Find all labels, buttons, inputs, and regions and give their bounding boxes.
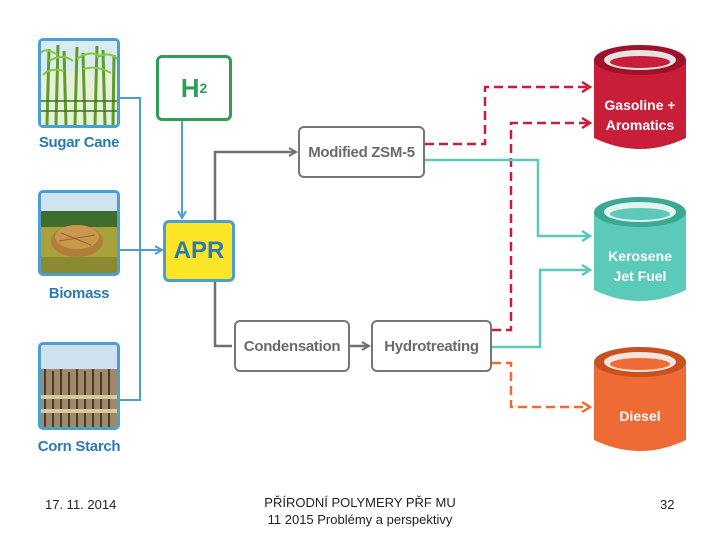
h2-main: H — [180, 72, 200, 103]
sugar-cane-image — [38, 38, 120, 128]
footer-title-line1: PŘÍRODNÍ POLYMERY PŘF MU — [264, 495, 456, 510]
gasoline-line1: Gasoline + — [604, 97, 676, 113]
kerosene-line1: Kerosene — [608, 248, 672, 264]
hydrotreating-to-kerosene-line — [492, 270, 590, 349]
diesel-tank-icon — [594, 347, 686, 451]
corn-starch-label: Corn Starch — [37, 438, 121, 455]
biomass-label: Biomass — [48, 285, 110, 302]
gasoline-line2: Aromatics — [605, 117, 675, 133]
apr-to-zsm5-line — [213, 152, 296, 222]
condensation-label: Condensation — [243, 337, 341, 355]
zsm5-to-gasoline-line — [425, 87, 590, 146]
h2-subscript: 2 — [199, 80, 208, 96]
gasoline-tank-icon — [594, 45, 686, 149]
kerosene-label: Kerosene Jet Fuel — [592, 246, 688, 286]
zsm5-to-kerosene-line — [425, 158, 590, 236]
hydrotreating-label: Hydrotreating — [384, 337, 479, 355]
footer-date: 17. 11. 2014 — [45, 497, 117, 512]
apr-label: APR — [173, 237, 225, 264]
zsm5-node: Modified ZSM-5 — [298, 126, 425, 178]
apr-to-condensation-line — [213, 282, 232, 348]
corn-starch-image — [38, 342, 120, 430]
kerosene-tank-icon — [594, 197, 686, 301]
biomass-image — [38, 190, 120, 276]
sugar-cane-label: Sugar Cane — [38, 134, 120, 151]
hydrotreating-to-diesel-line — [492, 361, 590, 407]
diesel-line1: Diesel — [619, 408, 661, 424]
source-trunk-line — [120, 97, 162, 401]
footer-title-line2: 11 2015 Problémy a perspektivy — [267, 512, 453, 527]
condensation-node: Condensation — [234, 320, 350, 372]
apr-node: APR — [163, 220, 235, 282]
gasoline-label: Gasoline + Aromatics — [592, 95, 688, 135]
footer-page-number: 32 — [660, 497, 675, 512]
diesel-label: Diesel — [592, 406, 688, 426]
hydrotreating-node: Hydrotreating — [371, 320, 492, 372]
kerosene-line2: Jet Fuel — [613, 268, 667, 284]
zsm5-label: Modified ZSM-5 — [308, 143, 415, 161]
footer-title: PŘÍRODNÍ POLYMERY PŘF MU 11 2015 Problém… — [200, 494, 520, 528]
